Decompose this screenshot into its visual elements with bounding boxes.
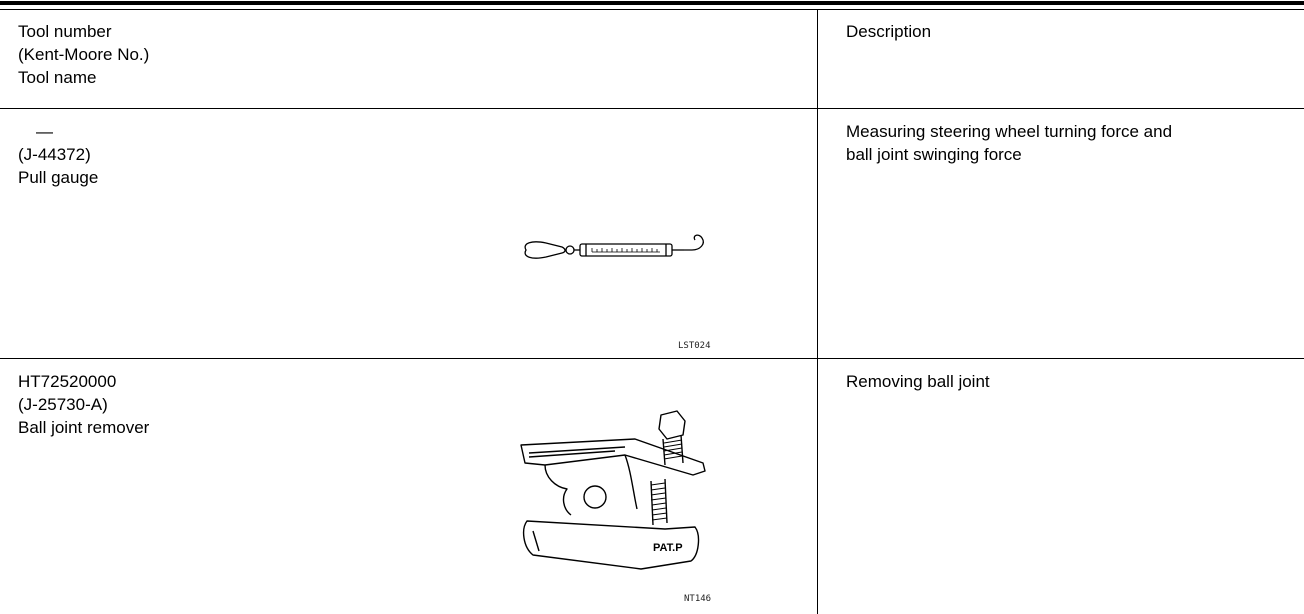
ball-joint-remover-figure: PAT.P (520, 410, 706, 570)
description-line-1: Measuring steering wheel turning force a… (846, 122, 1173, 141)
kent-moore-number: (J-44372) (18, 145, 91, 164)
description-line-2: ball joint swinging force (846, 145, 1022, 164)
table-row-2-tool: HT72520000 (J-25730-A) Ball joint remove… (18, 370, 149, 439)
header-tool-name: Tool name (18, 68, 97, 87)
tool-name: Pull gauge (18, 168, 99, 187)
column-divider (817, 10, 818, 614)
tool-name: Ball joint remover (18, 418, 150, 437)
table-row-1-tool: — (J-44372) Pull gauge (18, 120, 98, 189)
header-description: Description (846, 22, 932, 41)
header-kent-moore: (Kent-Moore No.) (18, 45, 150, 64)
pull-gauge-figure (524, 234, 704, 259)
figure-label-patp: PAT.P (653, 542, 683, 554)
table-row-2-description: Removing ball joint (846, 370, 990, 393)
figure-code-lst024: LST024 (678, 341, 711, 351)
table-row-1-description: Measuring steering wheel turning force a… (846, 120, 1172, 166)
tool-number: — (36, 122, 53, 141)
kent-moore-number: (J-25730-A) (18, 395, 108, 414)
table-top-rule-thin (0, 9, 1304, 10)
header-row-rule (0, 108, 1304, 109)
header-tool-number: Tool number (18, 22, 112, 41)
tool-number: HT72520000 (18, 372, 117, 391)
row-1-rule (0, 358, 1304, 359)
table-top-rule-thick (0, 1, 1304, 5)
description-line-1: Removing ball joint (846, 372, 990, 391)
header-tool-column: Tool number (Kent-Moore No.) Tool name (18, 20, 149, 89)
figure-code-nt146: NT146 (684, 594, 712, 604)
